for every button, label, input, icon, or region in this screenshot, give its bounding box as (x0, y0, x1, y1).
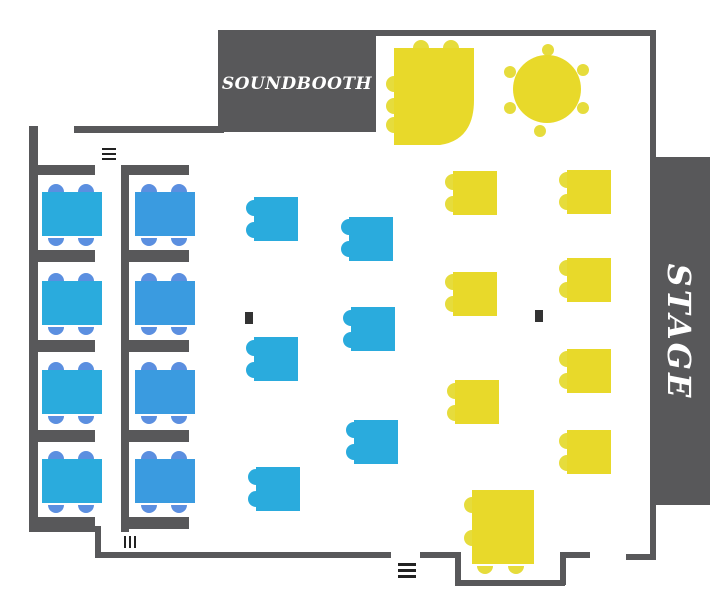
booth-table (135, 184, 195, 246)
yellow-table (559, 349, 611, 393)
booth-table (42, 362, 102, 424)
blue-table (248, 467, 300, 511)
yellow-head-table (386, 40, 474, 145)
stairs-icon (124, 536, 136, 548)
booth-table (135, 451, 195, 513)
blue-table (246, 197, 298, 241)
booth-table (42, 273, 102, 335)
booth-table (42, 184, 102, 246)
post (245, 312, 253, 324)
yellow-round-table (504, 44, 589, 137)
booth-table (135, 362, 195, 424)
blue-table (346, 420, 398, 464)
door-icon (398, 563, 416, 578)
post (535, 310, 543, 322)
yellow-table (447, 380, 499, 424)
yellow-table (559, 170, 611, 214)
blue-table (343, 307, 395, 351)
stage-block (650, 157, 710, 505)
soundbooth-block (218, 30, 376, 132)
booth-table (42, 451, 102, 513)
yellow-tables (445, 170, 611, 574)
booth-tables-left (42, 184, 102, 513)
blue-tables (246, 197, 398, 511)
yellow-table (445, 272, 497, 316)
blue-table (246, 337, 298, 381)
blue-table (341, 217, 393, 261)
yellow-table (559, 430, 611, 474)
booth-tables-middle (135, 184, 195, 513)
booth-table (135, 273, 195, 335)
yellow-table (445, 171, 497, 215)
yellow-large-table (464, 490, 534, 574)
stairs-icon (102, 148, 116, 160)
walls (29, 30, 656, 586)
stage-label: STAGE (660, 264, 698, 401)
yellow-table (559, 258, 611, 302)
soundbooth-label: SOUNDBOOTH (222, 74, 373, 94)
